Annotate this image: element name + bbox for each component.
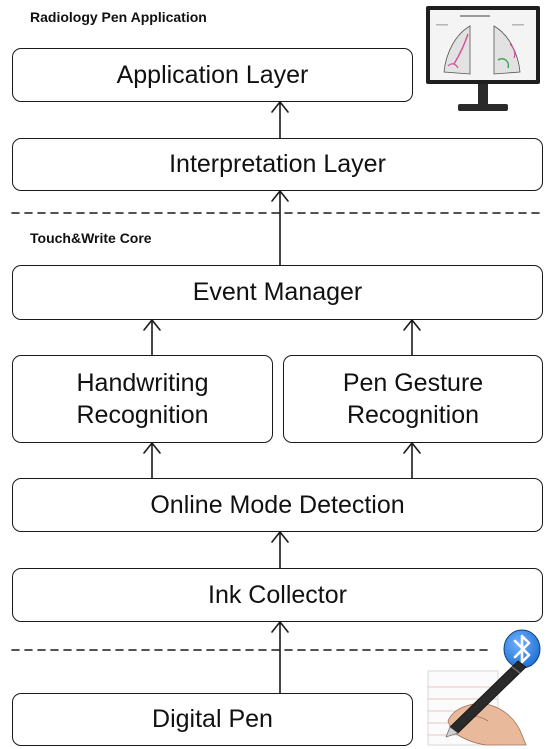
online-mode-detection-box: Online Mode Detection (12, 478, 543, 532)
application-layer-label: Application Layer (116, 60, 309, 89)
handwriting-recognition-box: Handwriting Recognition (12, 355, 273, 443)
event-manager-box: Event Manager (12, 265, 543, 320)
arrow-digital-pen-to-ink-collector (271, 621, 289, 694)
digital-pen-icon (427, 660, 527, 746)
pen-gesture-recognition-box: Pen Gesture Recognition (283, 355, 543, 443)
section-label-radiology-pen-application: Radiology Pen Application (30, 9, 207, 25)
pen-gesture-recognition-label-line-2: Recognition (346, 401, 479, 429)
arrow-pen-gesture-to-event-manager (403, 319, 421, 356)
ink-collector-box: Ink Collector (12, 568, 543, 622)
bluetooth-icon (503, 629, 541, 669)
arrow-online-mode-to-handwriting (143, 442, 161, 479)
arrow-event-manager-to-interpretation-layer (271, 190, 289, 266)
application-layer-box: Application Layer (12, 48, 413, 102)
interpretation-layer-box: Interpretation Layer (12, 138, 543, 191)
arrow-interpretation-to-application-layer (271, 101, 289, 139)
handwriting-recognition-label-line-2: Recognition (76, 401, 209, 429)
monitor-icon (426, 6, 540, 111)
interpretation-layer-label: Interpretation Layer (169, 150, 386, 179)
section-label-touch-write-core: Touch&Write Core (30, 230, 152, 246)
arrow-ink-collector-to-online-mode-detection (271, 531, 289, 569)
event-manager-label: Event Manager (192, 278, 363, 307)
ink-collector-label: Ink Collector (208, 580, 347, 609)
arrow-online-mode-to-pen-gesture (403, 442, 421, 479)
online-mode-detection-label: Online Mode Detection (150, 490, 405, 519)
handwriting-recognition-label-line-1: Handwriting (76, 368, 209, 397)
pen-gesture-recognition-label-line-1: Pen Gesture (342, 368, 484, 397)
arrow-handwriting-to-event-manager (143, 319, 161, 356)
digital-pen-box: Digital Pen (12, 693, 413, 746)
digital-pen-label: Digital Pen (152, 705, 273, 734)
